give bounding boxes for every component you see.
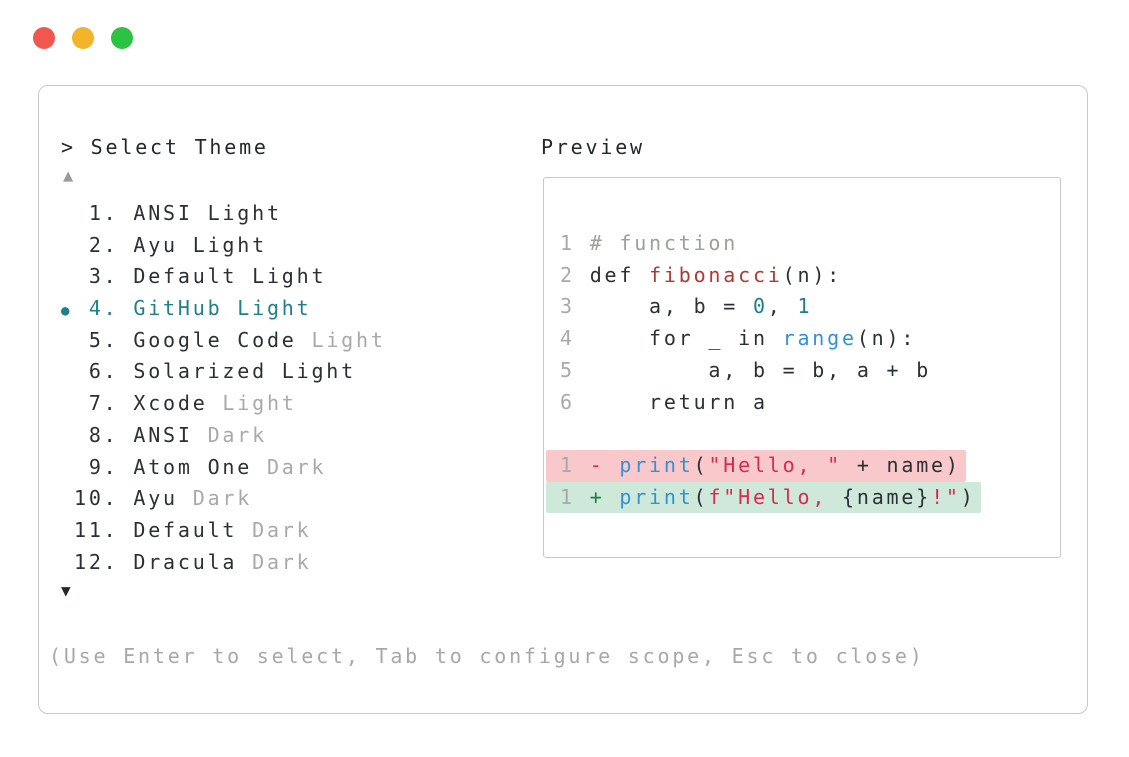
item-label: Xcode — [133, 391, 208, 416]
item-number: 6. — [74, 359, 134, 384]
item-label: Default — [133, 517, 238, 542]
theme-item-ayu[interactable]: 10. Ayu Dark — [61, 483, 386, 515]
scroll-up-icon[interactable]: ▲ — [63, 166, 74, 186]
code-token: for _ in — [589, 326, 783, 351]
code-token: # function — [589, 231, 739, 255]
item-number: 1. — [74, 201, 134, 225]
theme-selector-dialog: > Select Theme ▲ 1. ANSI Light 2. Ayu Li… — [38, 85, 1088, 714]
item-label: Dracula — [133, 549, 238, 574]
item-label: Ayu — [133, 486, 178, 511]
item-suffix: Dark — [252, 454, 327, 479]
code-token: + name) — [842, 452, 961, 477]
item-number: 4. — [74, 296, 134, 321]
item-number: 2. — [74, 232, 134, 257]
code-line: 4 for _ in range(n): — [546, 323, 921, 355]
theme-item-solarized-light[interactable]: 6. Solarized Light — [61, 356, 386, 388]
code-token: + — [589, 484, 620, 509]
theme-item-ayu-light[interactable]: 2. Ayu Light — [61, 230, 386, 262]
code-token: a, b = b, a + b — [589, 357, 932, 382]
theme-list: 1. ANSI Light 2. Ayu Light 3. Default Li… — [61, 198, 386, 578]
scroll-down-icon[interactable]: ▼ — [61, 581, 71, 600]
code-token: ( — [693, 484, 709, 509]
item-suffix: Dark — [192, 422, 267, 447]
item-suffix: Dark — [237, 549, 312, 574]
theme-item-xcode[interactable]: 7. Xcode Light — [61, 388, 386, 420]
code-line: 3 a, b = 0, 1 — [546, 291, 817, 323]
diff-added-line: 1 + print(f"Hello, {name}!") — [546, 481, 981, 514]
diff-removed-line: 1 - print("Hello, " + name) — [546, 449, 966, 482]
item-label: Ayu Light — [133, 232, 267, 257]
item-label: Atom One — [133, 454, 253, 479]
code-token: def — [589, 262, 650, 287]
item-label: ANSI Light — [133, 201, 282, 225]
item-label: Google Code — [133, 327, 297, 352]
code-token: "Hello, " — [708, 452, 843, 477]
selected-dot-icon: ● — [61, 303, 73, 320]
window-controls — [33, 27, 133, 49]
item-number: 7. — [74, 391, 134, 416]
item-suffix: Light — [296, 327, 386, 352]
item-number: 10. — [74, 486, 134, 511]
item-number: 8. — [74, 422, 134, 447]
code-token: a, b = — [589, 294, 753, 319]
close-button[interactable] — [33, 27, 55, 49]
theme-item-google-code[interactable]: 5. Google Code Light — [61, 325, 386, 357]
code-token: 1 — [560, 452, 590, 477]
code-token: 6 — [560, 389, 590, 414]
code-token: range — [782, 326, 857, 351]
item-label: Solarized Light — [133, 359, 356, 384]
code-token: (n): — [782, 262, 843, 287]
code-token: 0 — [752, 294, 768, 319]
code-token: ( — [693, 452, 709, 477]
item-suffix: Dark — [237, 517, 312, 542]
code-line: 2 def fibonacci(n): — [546, 260, 847, 292]
code-token: 1 — [797, 294, 813, 319]
item-number: 9. — [74, 454, 134, 479]
code-token: {name} — [842, 484, 932, 509]
item-suffix: Light — [207, 391, 297, 416]
item-label: Default Light — [133, 264, 327, 289]
code-token: 3 — [560, 294, 590, 319]
code-token: fibonacci — [649, 262, 783, 287]
code-token: 5 — [560, 357, 590, 382]
theme-item-github-light[interactable]: ● 4. GitHub Light — [61, 293, 386, 325]
theme-item-dracula[interactable]: 12. Dracula Dark — [61, 547, 386, 579]
item-label: ANSI — [133, 422, 193, 447]
minimize-button[interactable] — [72, 27, 94, 49]
preview-title: Preview — [541, 135, 645, 159]
code-blank-line — [546, 418, 565, 450]
code-token: , — [767, 294, 798, 319]
theme-item-ansi[interactable]: 8. ANSI Dark — [61, 420, 386, 452]
code-line: 6 return a — [546, 387, 773, 419]
code-token: return a — [589, 389, 768, 414]
code-token: 4 — [560, 326, 590, 351]
code-token: - — [589, 452, 620, 477]
code-token: print — [619, 484, 694, 509]
code-token: 2 — [560, 262, 590, 287]
code-token: print — [619, 452, 694, 477]
theme-item-default-light[interactable]: 3. Default Light — [61, 261, 386, 293]
zoom-button[interactable] — [111, 27, 133, 49]
code-token: 1 — [560, 484, 590, 509]
item-label: GitHub Light — [133, 296, 312, 321]
item-number: 11. — [74, 517, 134, 542]
item-number: 12. — [74, 549, 134, 574]
code-token: (n): — [856, 326, 917, 351]
keyboard-hint: (Use Enter to select, Tab to configure s… — [49, 644, 925, 668]
item-suffix: Dark — [177, 486, 253, 511]
code-token: !" — [931, 484, 961, 509]
code-token: 1 — [560, 231, 590, 255]
theme-item-ansi-light[interactable]: 1. ANSI Light — [61, 198, 386, 230]
code-line: 1 # function — [546, 228, 743, 260]
code-token: ) — [960, 484, 976, 509]
code-line: 5 a, b = b, a + b — [546, 355, 936, 387]
item-number: 5. — [74, 327, 134, 352]
dialog-title: > Select Theme — [61, 135, 269, 159]
theme-item-default[interactable]: 11. Default Dark — [61, 515, 386, 547]
code-token: f"Hello, — [708, 484, 843, 509]
item-number: 3. — [74, 264, 134, 289]
theme-item-atom-one[interactable]: 9. Atom One Dark — [61, 452, 386, 484]
